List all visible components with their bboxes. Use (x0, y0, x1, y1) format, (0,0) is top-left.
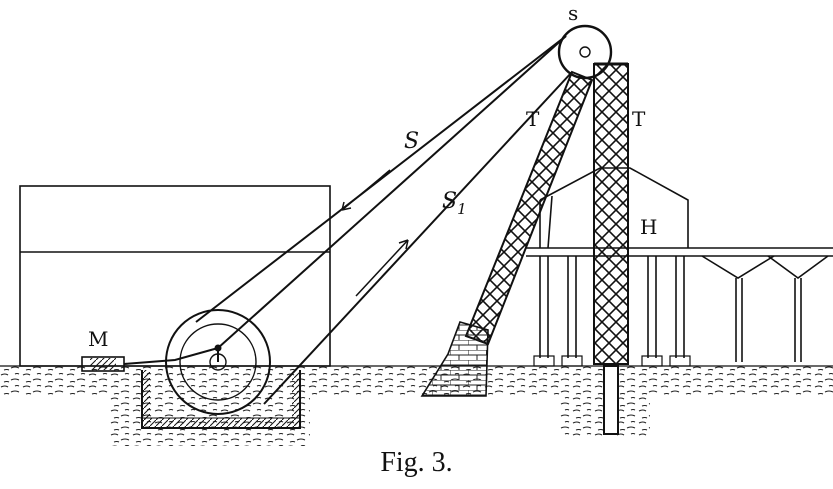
winding-pit (141, 370, 301, 429)
label-tower-right: T (632, 107, 646, 131)
vertical-tower (593, 62, 629, 435)
label-motor: M (88, 327, 108, 351)
label-tower-left: T (526, 107, 540, 131)
motor (81, 347, 219, 372)
rope-S (195, 35, 567, 323)
rope-S1 (263, 71, 573, 405)
direction-arrows (341, 169, 409, 297)
trestle (526, 247, 833, 367)
label-rope-up: S1 (442, 189, 467, 218)
ropes (195, 35, 573, 405)
winding-drum (165, 309, 271, 415)
head-sheave (557, 24, 613, 80)
strut-foundation (420, 321, 489, 397)
ground (0, 365, 833, 446)
engine-house (19, 185, 331, 367)
label-sheave: s (568, 1, 578, 25)
label-house: H (640, 215, 657, 239)
label-rope-up-subscript: 1 (457, 200, 467, 218)
figure-caption: Fig. 3. (380, 447, 453, 478)
label-rope-down: S (404, 129, 419, 154)
